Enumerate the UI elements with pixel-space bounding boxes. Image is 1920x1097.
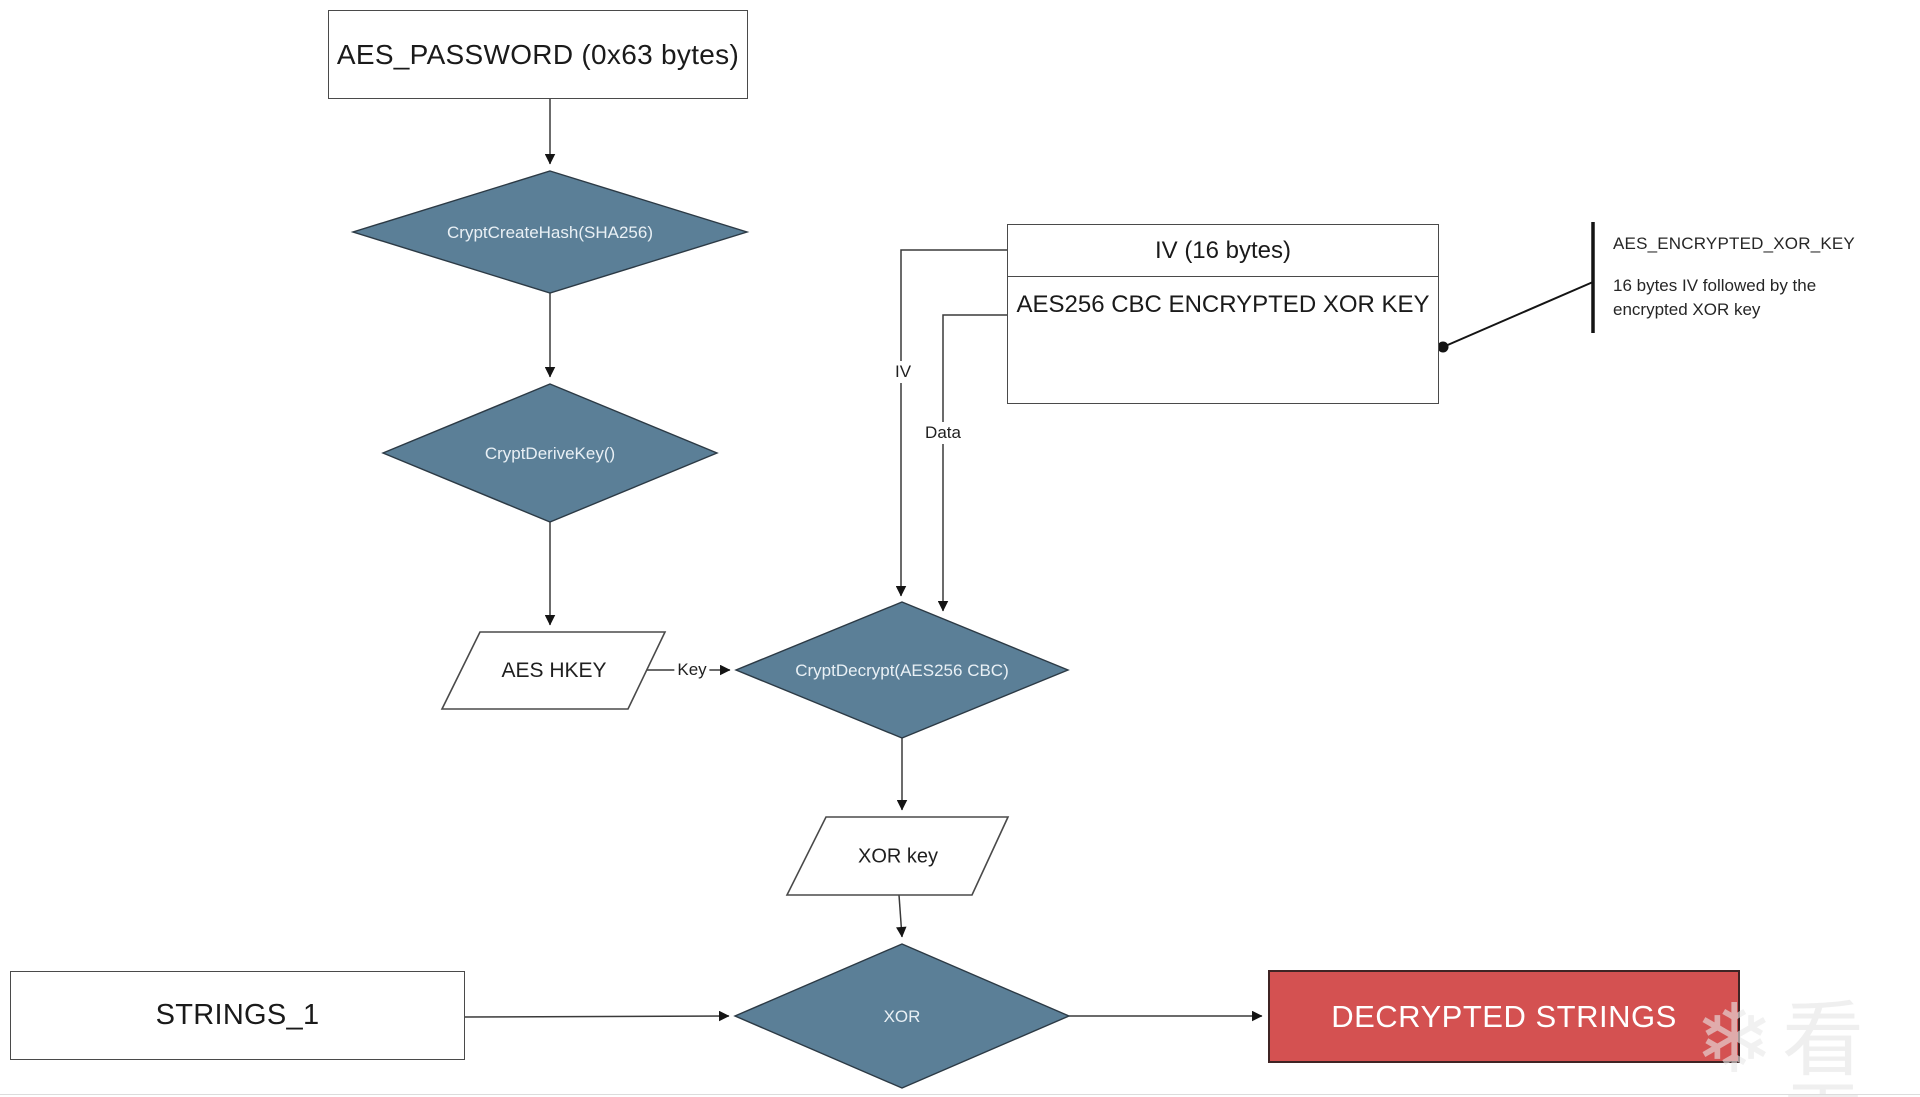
xor-diamond [733,943,1071,1089]
crypt-create-hash-diamond [350,170,750,294]
edge-strings1-to-xor [464,1010,730,1022]
annotation-title: AES_ENCRYPTED_XOR_KEY [1613,234,1855,253]
page-bottom-edge [0,1094,1920,1095]
decrypted-strings-box: DECRYPTED STRINGS [1268,970,1740,1063]
aes-password-label: AES_PASSWORD (0x63 bytes) [336,38,740,70]
aes-hkey-parallelogram [440,631,667,710]
aes-password-box: AES_PASSWORD (0x63 bytes) [328,10,748,99]
iv-encrypted-key-box: IV (16 bytes) AES256 CBC ENCRYPTED XOR K… [1007,224,1439,404]
iv-section: IV (16 bytes) [1008,225,1438,277]
annotation-anchor-dot [1437,341,1449,353]
edge-label-data: Data [922,422,964,444]
edge-xorkey-to-xor [896,894,907,938]
edge-data-to-decrypt [937,314,1007,612]
encrypted-xor-key-label: AES256 CBC ENCRYPTED XOR KEY [1016,291,1430,318]
decrypted-strings-label: DECRYPTED STRINGS [1331,998,1677,1034]
edge-label-iv: IV [891,361,915,383]
strings1-label: STRINGS_1 [155,999,320,1031]
annotation-connector [1437,222,1595,353]
strings1-box: STRINGS_1 [10,971,465,1060]
annotation-line2: encrypted XOR key [1613,300,1761,319]
annotation-line1: 16 bytes IV followed by the [1613,276,1817,295]
crypt-decrypt-diamond [734,601,1070,739]
iv-section-label: IV (16 bytes) [1154,236,1292,264]
edge-iv-to-decrypt [895,249,1007,597]
xor-key-parallelogram [785,816,1010,896]
encrypted-xor-key-section: AES256 CBC ENCRYPTED XOR KEY [1008,277,1438,403]
annotation-description: 16 bytes IV followed by the encrypted XO… [1613,274,1816,322]
edge-label-key: Key [674,659,710,681]
crypt-derive-key-diamond [381,383,719,523]
